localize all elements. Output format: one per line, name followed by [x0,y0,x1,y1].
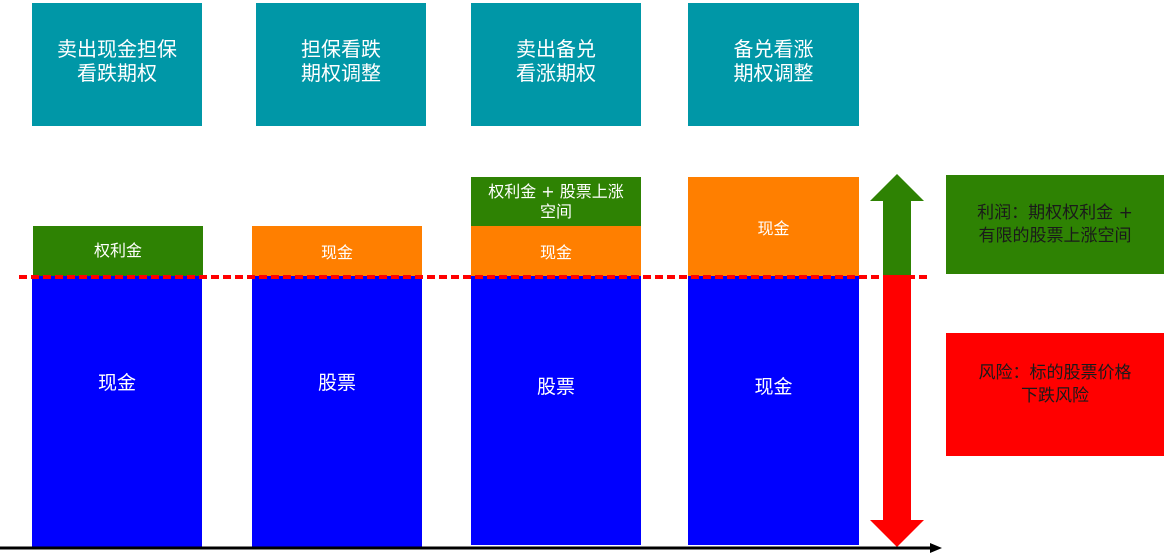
segment-label: 权利金 [93,241,142,260]
segment-label: 权利金 + 股票上涨 [488,181,624,201]
legend-line: 有限的股票上涨空间 [978,225,1132,246]
segment-label: 股票 [317,372,356,394]
segment-label: 空间 [539,201,572,221]
segment-label: 现金 [754,376,793,398]
title-line: 看跌期权 [77,60,157,85]
title-line: 期权调整 [301,60,381,85]
title-box-cash-secured-put: 卖出现金担保 看跌期权 [32,3,202,126]
stock-base-segment: 股票 [471,276,641,545]
stock-base-segment: 股票 [252,276,422,547]
profit-legend-box: 利润：期权权利金 + 有限的股票上涨空间 [946,175,1164,274]
baseline-dashed-line [19,275,927,279]
segment-label: 现金 [539,243,572,262]
premium-upside-segment: 权利金 + 股票上涨 空间 [471,177,641,226]
legend-line: 风险：标的股票价格 [978,362,1132,383]
cash-base-segment: 现金 [32,276,202,547]
cash-base-segment: 现金 [688,276,859,545]
title-line: 备兑看涨 [733,36,814,61]
cash-segment: 现金 [252,226,422,276]
risk-legend-box: 风险：标的股票价格 下跌风险 [946,333,1164,456]
x-axis-arrow-icon [0,543,942,553]
segment-label: 现金 [97,372,136,394]
segment-label: 股票 [536,376,575,398]
title-line: 卖出现金担保 [57,36,177,61]
title-line: 卖出备兑 [516,36,596,61]
profit-arrow-icon [870,174,924,278]
title-box-covered-call-adjustment: 备兑看涨 期权调整 [688,3,859,126]
segment-label: 现金 [320,243,353,262]
segment-label: 现金 [757,218,790,238]
title-line: 担保看跌 [301,36,381,61]
premium-segment: 权利金 [33,226,203,276]
risk-arrow-icon [870,275,924,547]
title-box-secured-put-adjustment: 担保看跌 期权调整 [256,3,426,126]
title-box-covered-call: 卖出备兑 看涨期权 [471,3,641,126]
cash-segment: 现金 [688,177,859,276]
title-line: 期权调整 [733,60,814,85]
title-line: 看涨期权 [516,60,596,85]
cash-segment: 现金 [471,226,641,276]
legend-line: 利润：期权权利金 + [977,202,1133,223]
legend-line: 下跌风险 [1021,385,1089,406]
